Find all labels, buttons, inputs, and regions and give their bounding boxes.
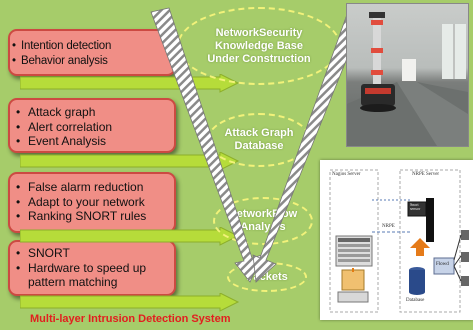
layer-item: Alert correlation [10,120,174,135]
layer-list: False alarm reduction Adapt to your netw… [10,180,174,224]
layer-item: Behavior analysis [10,54,174,69]
layer-item: Attack graph [10,105,174,120]
layer-list: SNORT Hardware to speed up pattern match… [10,246,174,290]
green-arrow-4 [20,293,240,312]
layer-item: Event Analysis [10,134,174,149]
layer-item: Hardware to speed up pattern matching [10,261,174,290]
layer-list: Attack graph Alert correlation Event Ana… [10,105,174,149]
layer-item: Ranking SNORT rules [10,209,174,224]
layer-item: False alarm reduction [10,180,174,195]
knowledge-base-ellipse: NetworkSecurity Knowledge Base Under Con… [177,7,341,85]
snort-sensor-label: Snort sensor [410,202,421,211]
attack-graph-db-label: Attack Graph Database [224,127,293,153]
knowledge-line: Under Construction [207,52,311,65]
nrpe-link-label: NRPE [382,224,395,229]
flowd-label: Flowd [436,262,449,267]
attack-graph-line: Database [234,140,284,152]
network-diagram: Nagios Server NRPE Server NRPE Snort sen… [320,160,473,320]
knowledge-line: Knowledge Base [214,39,304,52]
layer-item: SNORT [10,246,174,261]
layer-list: Intention detection Behavior analysis [10,39,174,68]
layer-box-netflow: False alarm reduction Adapt to your netw… [8,172,176,233]
layer-item: Adapt to your network [10,195,174,210]
nrpe-server-label: NRPE Server [412,172,440,177]
network-diagram-art [329,169,469,313]
nagios-server-label: Nagios Server [332,172,361,177]
robot-photo-art [347,12,468,146]
diagram-caption: Multi-layer Intrusion Detection System [30,313,231,325]
database-label: Database [406,298,425,303]
layer-box-snort: SNORT Hardware to speed up pattern match… [8,240,176,296]
layer-box-intention: Intention detection Behavior analysis [8,29,176,76]
knowledge-base-label: NetworkSecurity Knowledge Base Under Con… [207,27,310,66]
layer-item: Intention detection [10,39,174,54]
layer-box-attack-graph: Attack graph Alert correlation Event Ana… [8,98,176,153]
attack-graph-line: Attack Graph [224,127,294,139]
hatched-arrow-left [150,7,263,283]
robot-photo [346,3,469,147]
knowledge-line: NetworkSecurity [215,26,303,39]
